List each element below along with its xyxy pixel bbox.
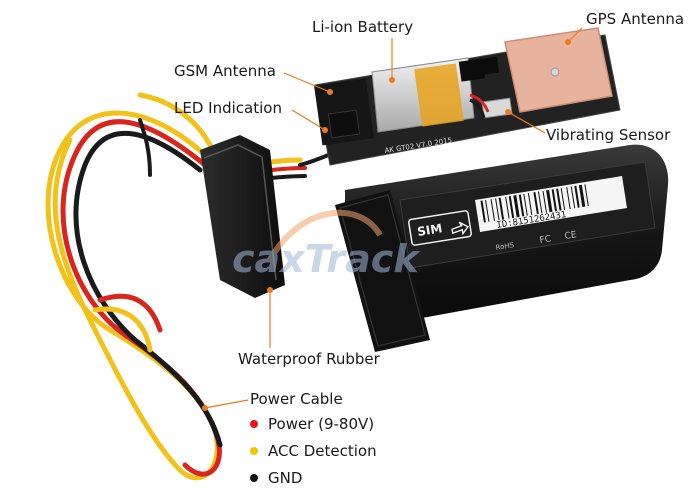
- barcode-bar: [560, 187, 566, 210]
- leader-lines: [204, 27, 583, 409]
- leader-gps: [567, 27, 583, 43]
- legend-acc: ACC Detection: [268, 442, 377, 460]
- gps-feed-pin: [550, 67, 560, 77]
- wire-yellow-stub: [137, 92, 218, 158]
- rohs-mark: RoHS: [495, 241, 515, 252]
- barcode-bar: [551, 189, 558, 212]
- watermark-text: caxTrack: [232, 237, 421, 281]
- legend-gnd: GND: [268, 469, 303, 487]
- barcode-bar: [505, 196, 510, 219]
- wire-red-bundle: [97, 293, 163, 333]
- label-battery: Li-ion Battery: [312, 18, 414, 36]
- barcode-bar: [546, 189, 553, 213]
- barcode-bar: [518, 194, 525, 217]
- barcode-bar: [566, 187, 571, 209]
- wire-red-loop: [60, 119, 222, 477]
- barcode-bar: [495, 198, 500, 221]
- label-gsm-antenna: GSM Antenna: [174, 62, 276, 80]
- vibrating-sensor: [481, 97, 513, 119]
- battery-yellow-tape: [414, 63, 464, 127]
- barcode-bar: [556, 188, 562, 211]
- barcode-bar: [513, 195, 520, 218]
- barcode-bar: [537, 191, 543, 214]
- barcode-bar: [578, 184, 586, 207]
- sim-arrow-icon: [451, 221, 469, 236]
- barcode-bar: [574, 185, 580, 208]
- ce-mark: CE: [564, 230, 578, 242]
- barcode-bar: [533, 192, 539, 215]
- fc-mark: FC: [539, 234, 552, 246]
- legend-dot-acc: [250, 447, 258, 455]
- barcode-bar: [584, 184, 589, 207]
- label-waterproof-rubber: Waterproof Rubber: [238, 350, 380, 368]
- leader-led: [291, 109, 326, 131]
- barcode-bar: [508, 196, 515, 219]
- barcode-bar: [485, 199, 490, 222]
- label-gps-antenna: GPS Antenna: [586, 10, 685, 28]
- pcb-board: AK GT02 V7.0 2015: [314, 27, 621, 166]
- tracker-housing: SIM ID:8151262431 RoHS FC CE: [335, 144, 669, 352]
- leader-gsm: [283, 72, 331, 93]
- barcode-bar: [527, 193, 533, 216]
- barcode-bar: [523, 193, 528, 216]
- leader-power-cable: [204, 399, 249, 409]
- label-vibrating-sensor: Vibrating Sensor: [546, 126, 671, 144]
- barcode-bar: [570, 186, 576, 209]
- housing-end-cap: [335, 190, 430, 352]
- wire-yellow-bundle: [92, 306, 153, 353]
- legend-power: Power (9-80V): [268, 415, 375, 433]
- led-block: [327, 109, 361, 139]
- label-led-indication: LED Indication: [174, 99, 282, 117]
- wire-black-loop: [73, 130, 223, 448]
- wire-black-stub: [138, 118, 152, 177]
- power-cable: [45, 92, 352, 481]
- leader-vibrating: [507, 111, 546, 134]
- waterproof-rubber: [200, 135, 285, 298]
- barcode-bar: [542, 190, 547, 213]
- sim-text: SIM: [416, 221, 443, 239]
- sim-marking: SIM: [408, 210, 472, 246]
- watermark: caxTrack: [232, 209, 421, 281]
- legend-dot-power: [250, 420, 258, 428]
- pointer-dots: [202, 39, 571, 411]
- barcode-bar: [480, 200, 486, 223]
- barcode-bar: [498, 197, 505, 220]
- label-power-cable: Power Cable: [250, 390, 343, 408]
- legend-dot-gnd: [250, 474, 258, 482]
- barcode-bar: [490, 199, 495, 221]
